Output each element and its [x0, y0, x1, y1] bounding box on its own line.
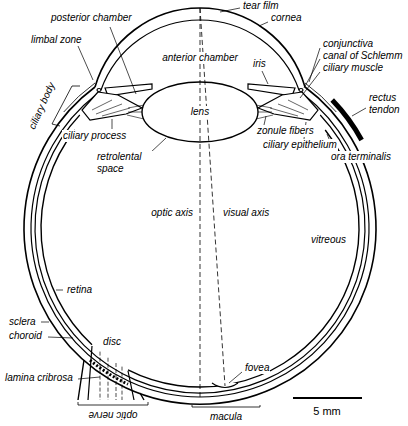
axis-label: optic axis [150, 207, 194, 219]
scale-bar [293, 397, 362, 399]
retina-line [41, 130, 92, 345]
leader-line [229, 372, 242, 383]
leader-line [110, 27, 136, 94]
scale-label: 5 mm [312, 405, 342, 417]
part-label: fovea [244, 362, 270, 374]
leader-line [300, 72, 320, 98]
macula-bracket [192, 405, 260, 407]
leader-line [304, 59, 320, 88]
optic-axis-line [200, 8, 201, 398]
part-label: anterior chamber [161, 52, 239, 64]
leader-line [352, 108, 366, 116]
part-label: ora terminalis [330, 151, 392, 163]
leader-line [264, 116, 266, 125]
part-label: rectus tendon [368, 92, 408, 116]
nerve-fascicle [100, 352, 122, 400]
ciliary-body-shape [258, 92, 318, 120]
part-label: cornea [270, 12, 303, 24]
ciliary-muscle-hatch [92, 100, 130, 116]
leader-line [262, 71, 268, 84]
ciliary-muscle-hatch [270, 100, 308, 116]
part-label: ciliary process [62, 130, 127, 142]
leader-line [112, 119, 113, 129]
schlemm-canal [299, 89, 303, 92]
part-label: iris [252, 58, 267, 70]
zonule-fiber [127, 105, 144, 119]
lamina-cribrosa-mesh [90, 360, 128, 384]
part-label: sclera [8, 316, 37, 328]
retina-line [128, 130, 359, 387]
schlemm-canal [97, 89, 101, 92]
zonule-fiber [256, 105, 273, 119]
part-label: macula [209, 411, 243, 423]
part-label: posterior chamber [50, 12, 133, 24]
optic-nerve-bracket [78, 402, 148, 405]
part-label: ciliary epithelium [262, 139, 338, 151]
leader-line [41, 322, 49, 323]
leader-line [78, 46, 93, 80]
part-label: tear film [242, 0, 280, 12]
part-label: vitreous [310, 234, 347, 246]
part-label: zonule fibers [256, 125, 315, 137]
part-label: disc [102, 336, 122, 348]
part-label: ciliary muscle [322, 62, 384, 74]
leader-line [56, 290, 63, 291]
leader-line [309, 48, 320, 82]
part-label: lens [190, 106, 210, 118]
part-label: choroid [8, 330, 43, 342]
leader-line [220, 8, 240, 12]
part-label: ciliary body [26, 80, 58, 132]
leader-line [48, 337, 73, 338]
leader-line [259, 22, 268, 26]
axis-label: visual axis [222, 207, 270, 219]
part-label: canal of Schlemm [322, 50, 403, 62]
part-label: conjunctiva [322, 38, 374, 50]
nerve-sheath-inner [88, 346, 134, 400]
part-label: retrolental space [96, 151, 154, 175]
part-label: optic nerve [88, 409, 139, 421]
part-label: retina [66, 284, 93, 296]
ciliary-body-bracket [52, 86, 80, 126]
visual-axis-line [200, 8, 225, 386]
part-label: limbal zone [30, 34, 83, 46]
ciliary-body-shape [82, 92, 142, 120]
leader-line [78, 377, 100, 379]
leader-lines [41, 8, 366, 383]
part-label: lamina cribrosa [4, 372, 74, 384]
rectus-tendon [332, 100, 361, 140]
